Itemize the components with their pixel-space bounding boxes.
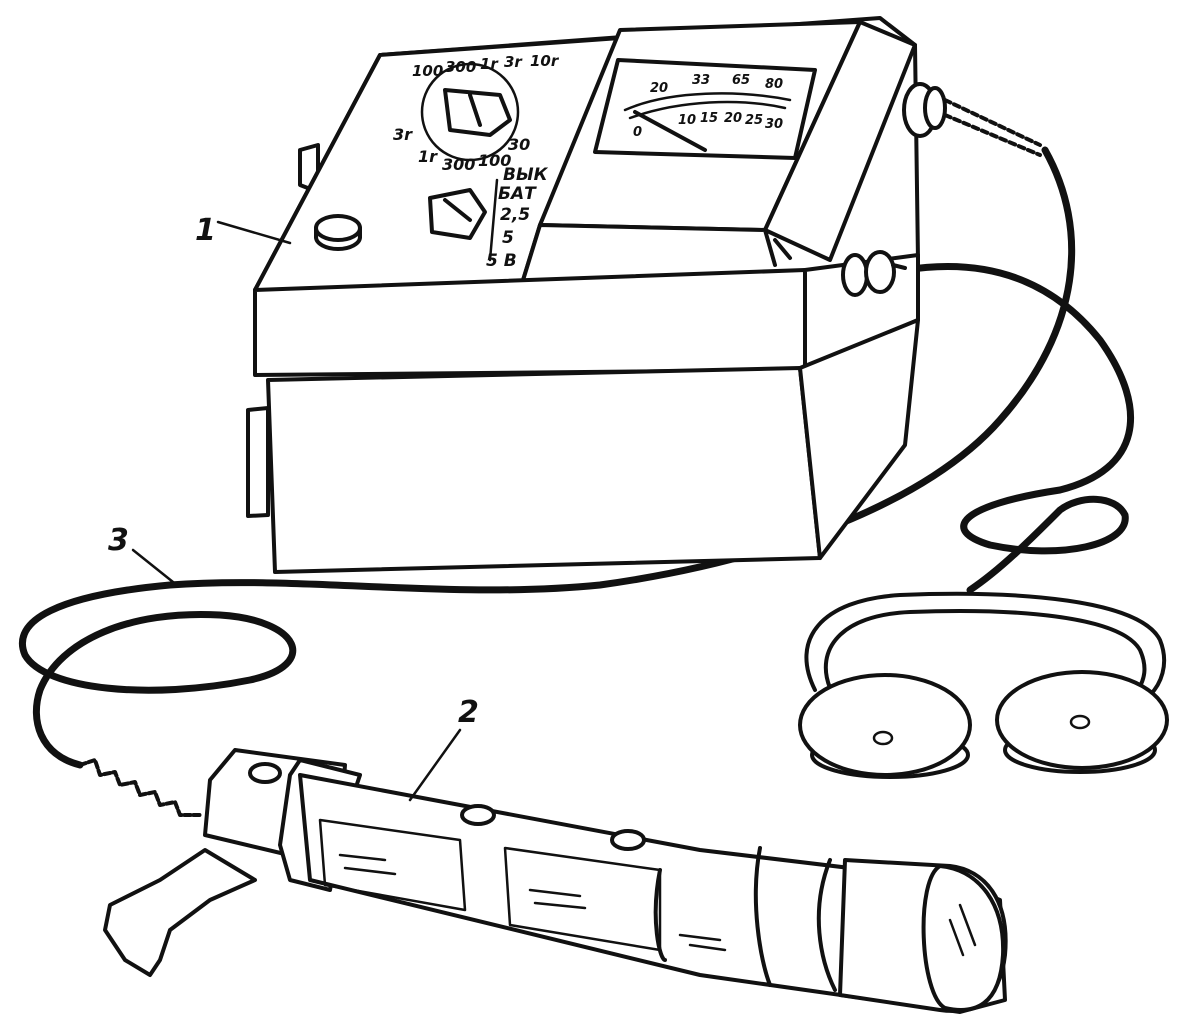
range-label-100-bottom: 100: [478, 151, 511, 170]
headphone-connector: [841, 250, 907, 297]
callout-3: 3: [108, 523, 129, 558]
probe-cable: [18, 146, 1076, 769]
left-earpiece: [798, 673, 972, 779]
range-dial[interactable]: [420, 62, 520, 162]
meter-lower-10: 10: [678, 113, 696, 128]
meter-lower-30: 30: [765, 117, 783, 132]
headphone-cable: [901, 263, 1134, 594]
meter-scale-arc: [623, 92, 792, 112]
callout-line-2: [408, 728, 462, 802]
meter-lower-0: 0: [633, 125, 642, 140]
headphones: [798, 591, 1169, 779]
right-earpiece: [995, 670, 1169, 774]
meter-lower-scale: 0 10 15 20 25 30: [633, 111, 783, 140]
callout-line-3: [131, 548, 180, 588]
meter-upper-65: 65: [732, 73, 750, 88]
range-label-10r: 10r: [530, 52, 560, 70]
callout-2: 2: [458, 695, 479, 730]
meter-upper-80: 80: [765, 77, 783, 92]
range-label-1r: 1r: [480, 55, 499, 73]
mode-label-5: 5: [502, 228, 514, 248]
meter-lower-25: 25: [745, 113, 763, 128]
callout-1: 1: [195, 213, 216, 248]
mode-switch[interactable]: [428, 178, 499, 262]
probe-end-window: [921, 864, 1006, 1012]
mode-label-5v: 5 В: [486, 251, 517, 271]
meter-needle: [633, 110, 707, 152]
probe-handle[interactable]: [103, 848, 257, 977]
mode-label-2-5: 2,5: [500, 205, 530, 225]
meter-unit: 100 300 1r 3r 10r 3r 1r 300 100 30 ВЫК Б…: [246, 16, 1042, 574]
mode-label-off: ВЫК: [503, 165, 549, 185]
range-label-3r: 3r: [504, 53, 523, 71]
range-label-100: 100: [412, 62, 443, 80]
mode-switch-labels: ВЫК БАТ 2,5 5 5 В: [486, 165, 549, 271]
range-label-1r-bottom: 1r: [418, 147, 438, 166]
range-label-300: 300: [445, 58, 476, 76]
range-dial-bottom-labels: 3r 1r 300 100 30: [393, 125, 530, 174]
range-label-30-bottom: 30: [508, 135, 530, 154]
push-button[interactable]: [314, 214, 362, 251]
mode-label-battery: БАТ: [498, 184, 537, 204]
meter-window: [593, 58, 817, 160]
probe-connector: [902, 82, 1042, 157]
probe: [78, 748, 1008, 1014]
range-label-300-bottom: 300: [442, 155, 475, 174]
range-dial-top-labels: 100 300 1r 3r 10r: [412, 52, 560, 80]
range-label-3r-bottom: 3r: [393, 125, 413, 144]
meter-lower-20: 20: [724, 111, 742, 126]
meter-upper-33: 33: [692, 73, 710, 88]
meter-lower-15: 15: [700, 111, 718, 126]
meter-upper-20: 20: [650, 81, 668, 96]
probe-body: [298, 773, 1007, 1014]
probe-spring: [78, 758, 202, 817]
meter-upper-scale: 20 33 65 80: [650, 73, 783, 96]
callout-line-1: [216, 220, 292, 245]
